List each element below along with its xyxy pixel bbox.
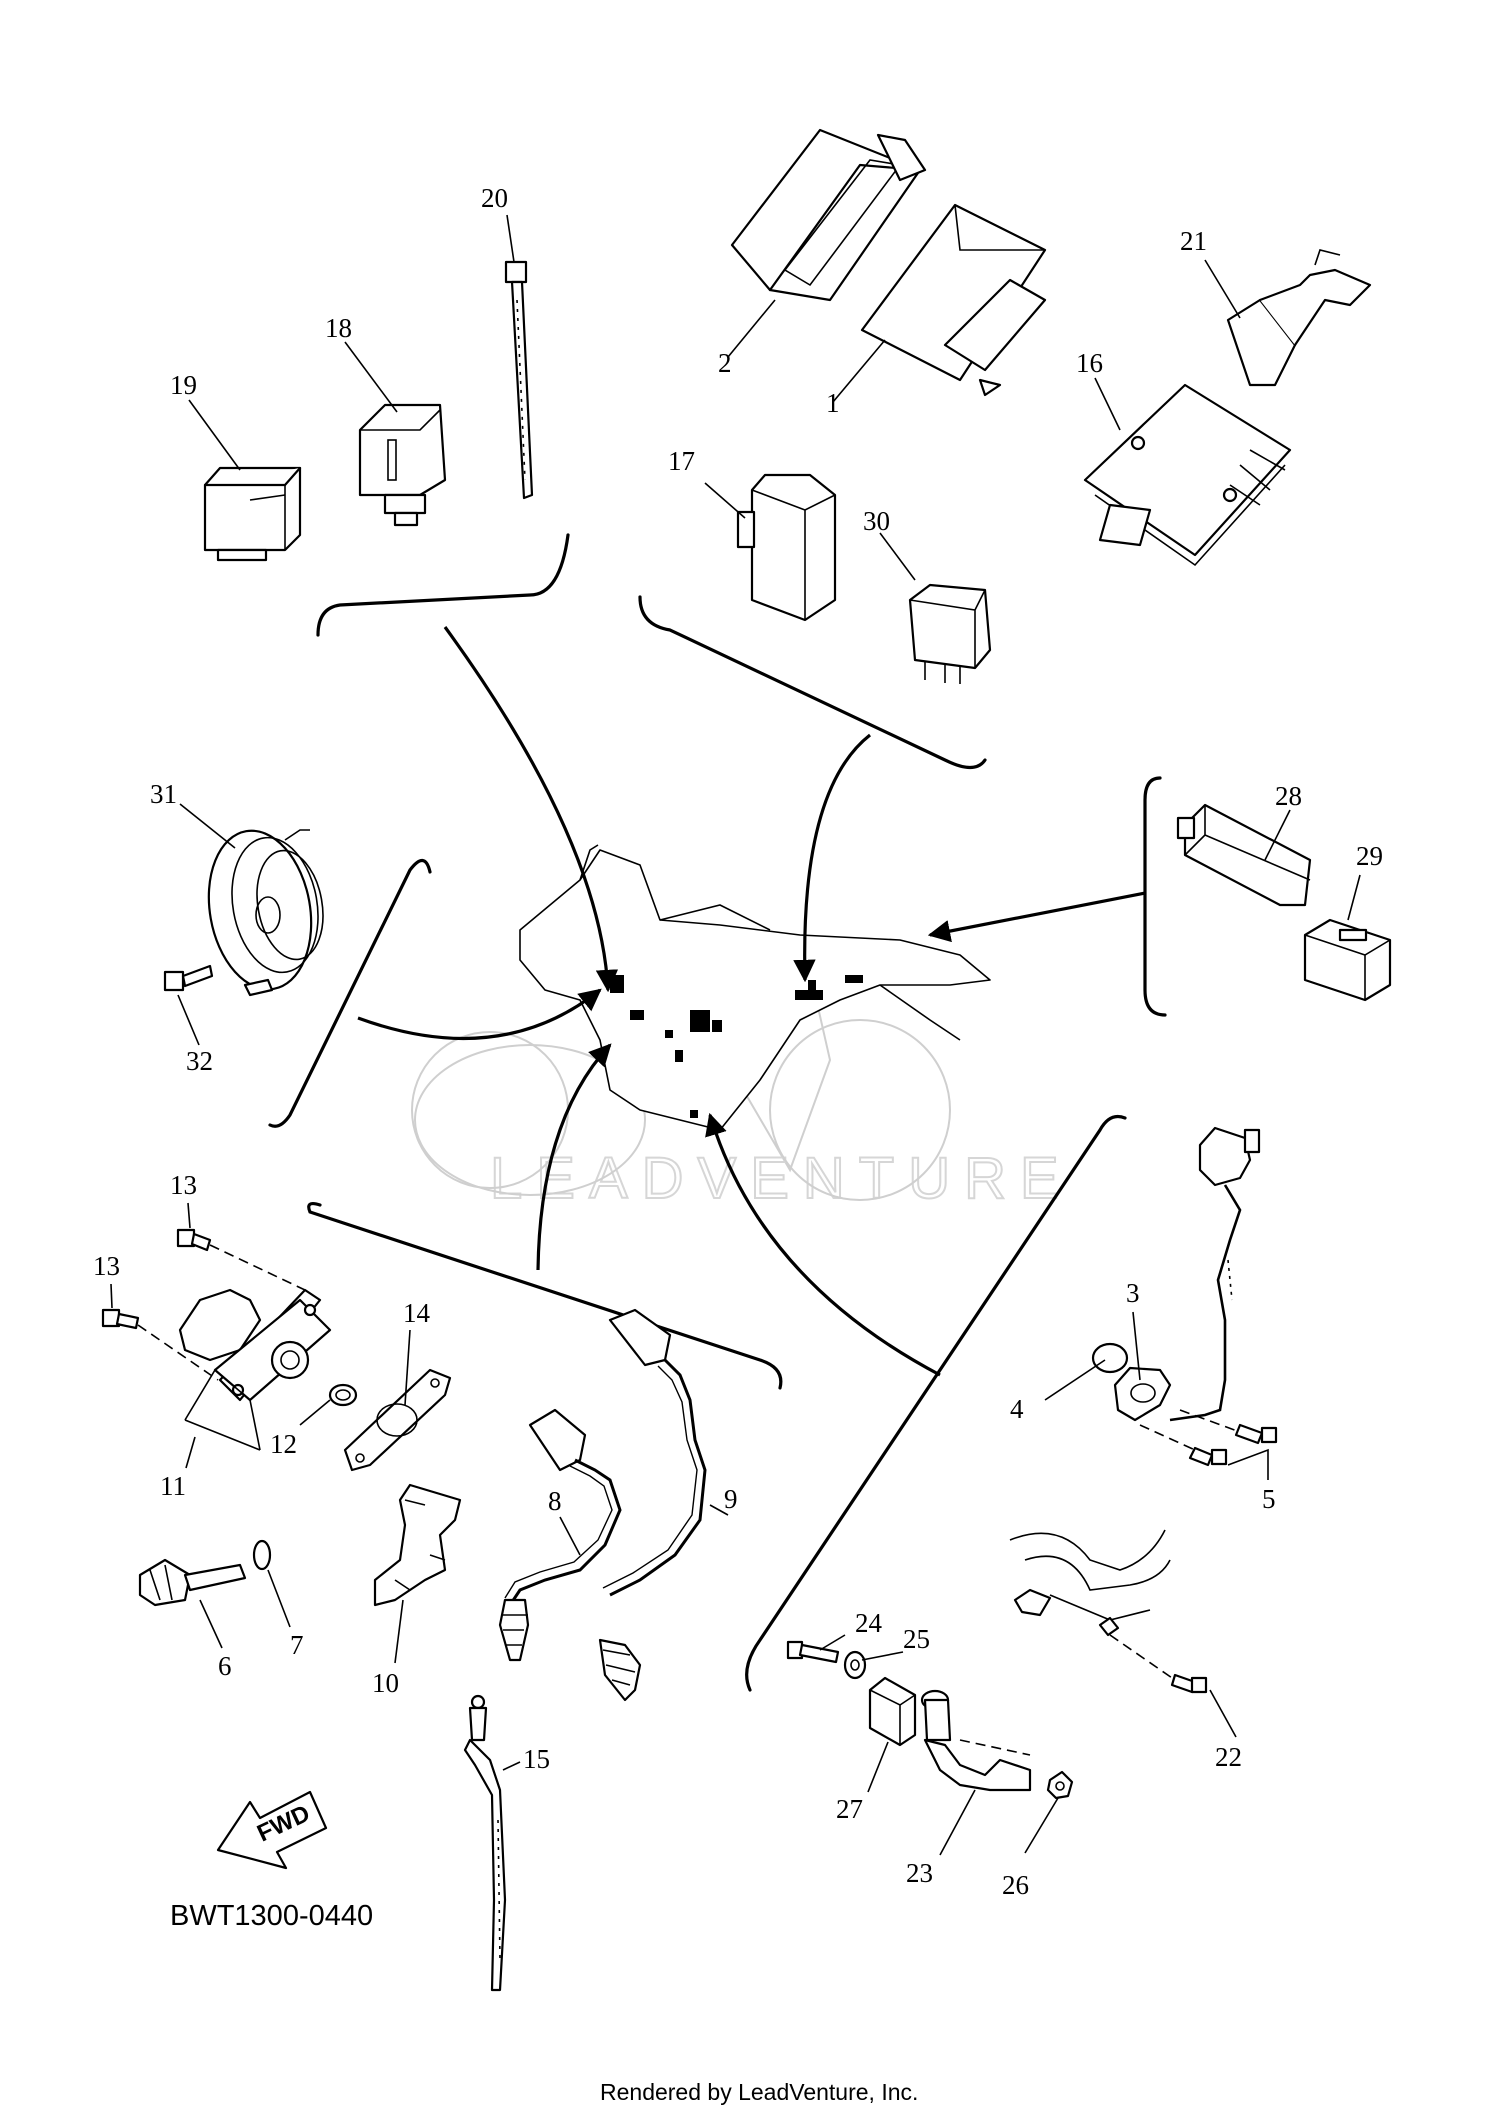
part-28-module — [1176, 803, 1312, 907]
callout-13-left: 13 — [93, 1251, 120, 1281]
fwd-arrow-icon: FWD — [216, 1790, 328, 1870]
callout-18: 18 — [325, 313, 352, 343]
callout-15: 15 — [523, 1744, 550, 1774]
callout-11: 11 — [160, 1471, 186, 1501]
part-1-ecu — [860, 203, 1047, 397]
callout-14: 14 — [403, 1298, 431, 1328]
callout-26: 26 — [1002, 1870, 1029, 1900]
callout-17: 17 — [668, 446, 695, 476]
diagram-code: BWT1300-0440 — [170, 1900, 373, 1932]
part-10-bracket — [373, 1483, 462, 1607]
callout-24: 24 — [855, 1608, 883, 1638]
callout-labels: 1 2 3 4 5 6 7 8 9 10 11 12 13 13 14 15 1… — [93, 183, 1383, 1900]
part-29-cap — [1303, 918, 1392, 1002]
part-12-oring — [328, 1383, 358, 1407]
part-22-harness-area — [1009, 1529, 1208, 1694]
callout-13-top: 13 — [170, 1170, 197, 1200]
part-32-bolt — [163, 964, 214, 992]
part-8-injector-harness — [498, 1408, 622, 1662]
callout-20: 20 — [481, 183, 508, 213]
part-18-sensor — [358, 403, 447, 527]
callout-2: 2 — [718, 348, 732, 378]
part-27-damper — [868, 1676, 917, 1747]
callout-8: 8 — [548, 1486, 562, 1516]
part-20-cable-tie — [504, 260, 534, 500]
part-11-isc-unit — [178, 1288, 332, 1451]
part-15-clamp — [463, 1694, 507, 1992]
callout-9: 9 — [724, 1484, 738, 1514]
part-3-sensor-harness — [1113, 1126, 1261, 1422]
part-30-relay — [908, 583, 992, 684]
part-13-screw-top — [176, 1228, 306, 1291]
part-23-sensor — [920, 1689, 1032, 1792]
group-brackets — [268, 533, 1167, 1692]
part-21-connector — [1226, 249, 1372, 387]
callout-19: 19 — [170, 370, 197, 400]
callout-21: 21 — [1180, 226, 1207, 256]
callout-28: 28 — [1275, 781, 1302, 811]
callout-16: 16 — [1076, 348, 1103, 378]
callout-30: 30 — [863, 506, 890, 536]
part-14-gasket — [343, 1368, 452, 1472]
watermark-text: LEADVENTURE — [490, 1146, 1073, 1211]
callout-3: 3 — [1126, 1278, 1140, 1308]
part-9-injector-harness — [598, 1308, 707, 1702]
part-19-relay — [203, 466, 302, 562]
callout-leaders — [110, 214, 1361, 1856]
callout-25: 25 — [903, 1624, 930, 1654]
callout-22: 22 — [1215, 1742, 1242, 1772]
part-4-oring — [1091, 1342, 1129, 1374]
watermark: LEADVENTURE — [489, 928, 1073, 1212]
part-24-bolt — [786, 1640, 840, 1664]
callout-1: 1 — [826, 388, 840, 418]
part-6-temp-sensor — [138, 1558, 247, 1607]
callout-32: 32 — [186, 1046, 213, 1076]
part-16-regulator — [1083, 383, 1292, 567]
part-26-nut — [1046, 1770, 1074, 1800]
callout-27: 27 — [836, 1794, 863, 1824]
callout-23: 23 — [906, 1858, 933, 1888]
part-31-horn — [207, 829, 324, 997]
connection-lines — [357, 626, 1146, 1377]
callout-5: 5 — [1262, 1484, 1276, 1514]
callout-7: 7 — [290, 1630, 304, 1660]
callout-6: 6 — [218, 1651, 232, 1681]
part-2-ecu — [730, 128, 927, 302]
part-17-box — [736, 473, 837, 622]
callout-29: 29 — [1356, 841, 1383, 871]
callout-4: 4 — [1010, 1394, 1024, 1424]
part-7-washer — [252, 1539, 272, 1571]
callout-12: 12 — [270, 1429, 297, 1459]
part-25-washer — [843, 1650, 867, 1680]
motorcycle-outline — [411, 844, 991, 1201]
callout-31: 31 — [150, 779, 177, 809]
part-13-screw-left — [101, 1308, 219, 1381]
callout-10: 10 — [372, 1668, 399, 1698]
part-5-screws — [1139, 1409, 1278, 1467]
footer-credit: Rendered by LeadVenture, Inc. — [600, 2079, 918, 2105]
